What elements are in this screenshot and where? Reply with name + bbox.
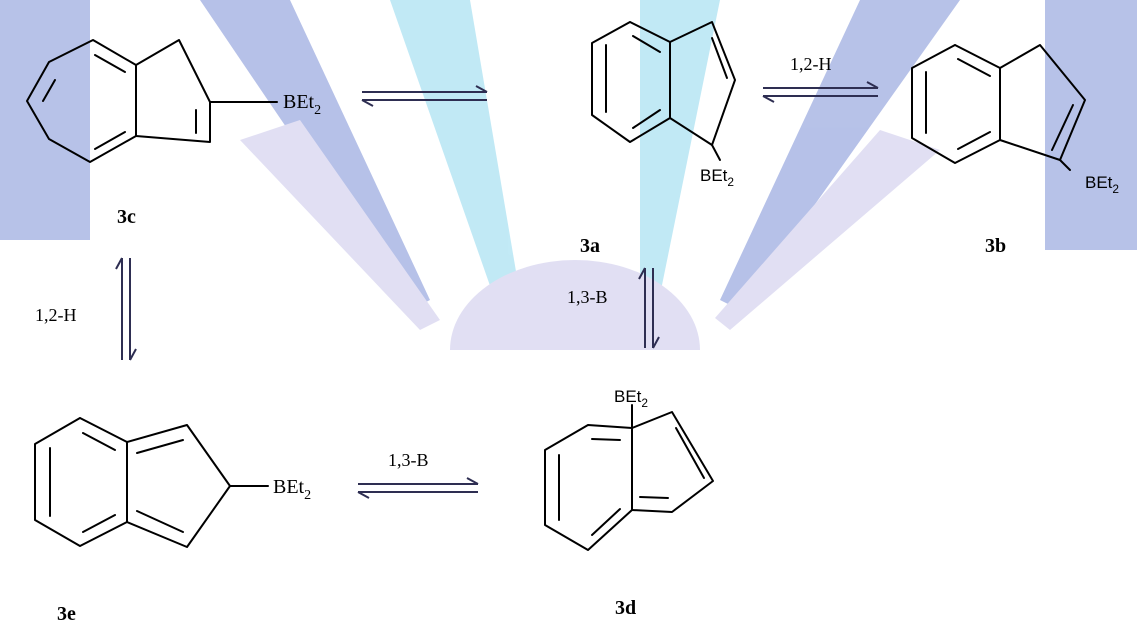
watermark-ray-4	[720, 0, 960, 310]
equilibrium-arrow-3c-3e: 1,2-H	[35, 257, 137, 361]
beth2-group-3e: BEt2	[273, 476, 311, 503]
compound-label-3b: 3b	[985, 235, 1006, 257]
equilibrium-arrow-3a-3b: 1,2-H	[762, 54, 879, 103]
compound-label-3c: 3c	[117, 206, 136, 228]
molecule-3e	[34, 417, 269, 548]
compound-label-3e: 3e	[57, 603, 76, 625]
equilibrium-arrow-3a-3d: 1,3-B	[567, 267, 660, 349]
beth2-group-3b: BEt2	[1085, 173, 1119, 196]
watermark-ray-3	[640, 0, 720, 295]
condition-label-3a-3b: 1,2-H	[790, 54, 832, 74]
molecule-3c	[26, 39, 278, 163]
watermark-ray-6	[715, 130, 940, 330]
watermark-sun	[450, 260, 700, 350]
watermark-ray-5	[240, 120, 440, 330]
compound-3d: BEt2 3d	[544, 387, 714, 619]
molecule-3d	[544, 404, 714, 551]
watermark	[0, 0, 1137, 350]
watermark-frame-right	[1045, 0, 1137, 250]
compound-3b: BEt2 3b	[911, 44, 1119, 257]
beth2-group-3d: BEt2	[614, 387, 648, 410]
compound-3c: BEt2 3c	[26, 39, 321, 228]
compound-3e: BEt2 3e	[34, 417, 311, 625]
condition-label-3c-3e: 1,2-H	[35, 305, 77, 325]
molecule-3b	[911, 44, 1086, 171]
beth2-group-3c: BEt2	[283, 91, 321, 118]
molecule-3a	[591, 21, 736, 161]
condition-label-3e-3d: 1,3-B	[388, 450, 429, 470]
beth2-group-3a: BEt2	[700, 166, 734, 189]
equilibrium-arrow-3e-3d: 1,3-B	[357, 450, 479, 499]
compound-3a: BEt2 3a	[580, 21, 736, 257]
watermark-ray-2	[390, 0, 520, 300]
condition-label-3a-3d: 1,3-B	[567, 287, 608, 307]
compound-label-3a: 3a	[580, 235, 600, 257]
equilibrium-arrow-3c-3a	[361, 85, 488, 107]
watermark-frame-left	[0, 0, 90, 240]
compound-label-3d: 3d	[615, 597, 636, 619]
